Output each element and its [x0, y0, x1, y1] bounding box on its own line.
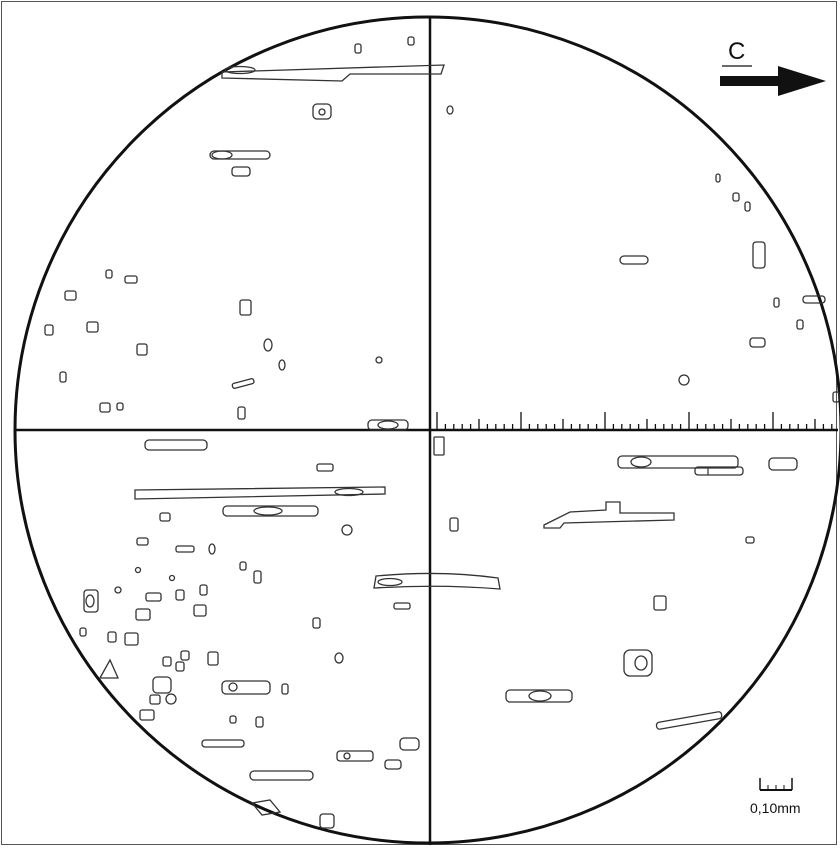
field-of-view-circle — [13, 15, 840, 845]
arrow-right-icon — [720, 66, 826, 96]
scale-bar-label: 0,10mm — [750, 800, 801, 816]
direction-letter: C — [728, 38, 746, 65]
inclusions-top-left — [44, 36, 445, 431]
inclusions-bottom-right — [373, 436, 798, 730]
inclusions-top-right — [446, 105, 840, 403]
inclusions-bottom-left — [79, 439, 420, 829]
reticle-scale-ticks — [436, 412, 833, 430]
scale-bar — [759, 778, 793, 791]
